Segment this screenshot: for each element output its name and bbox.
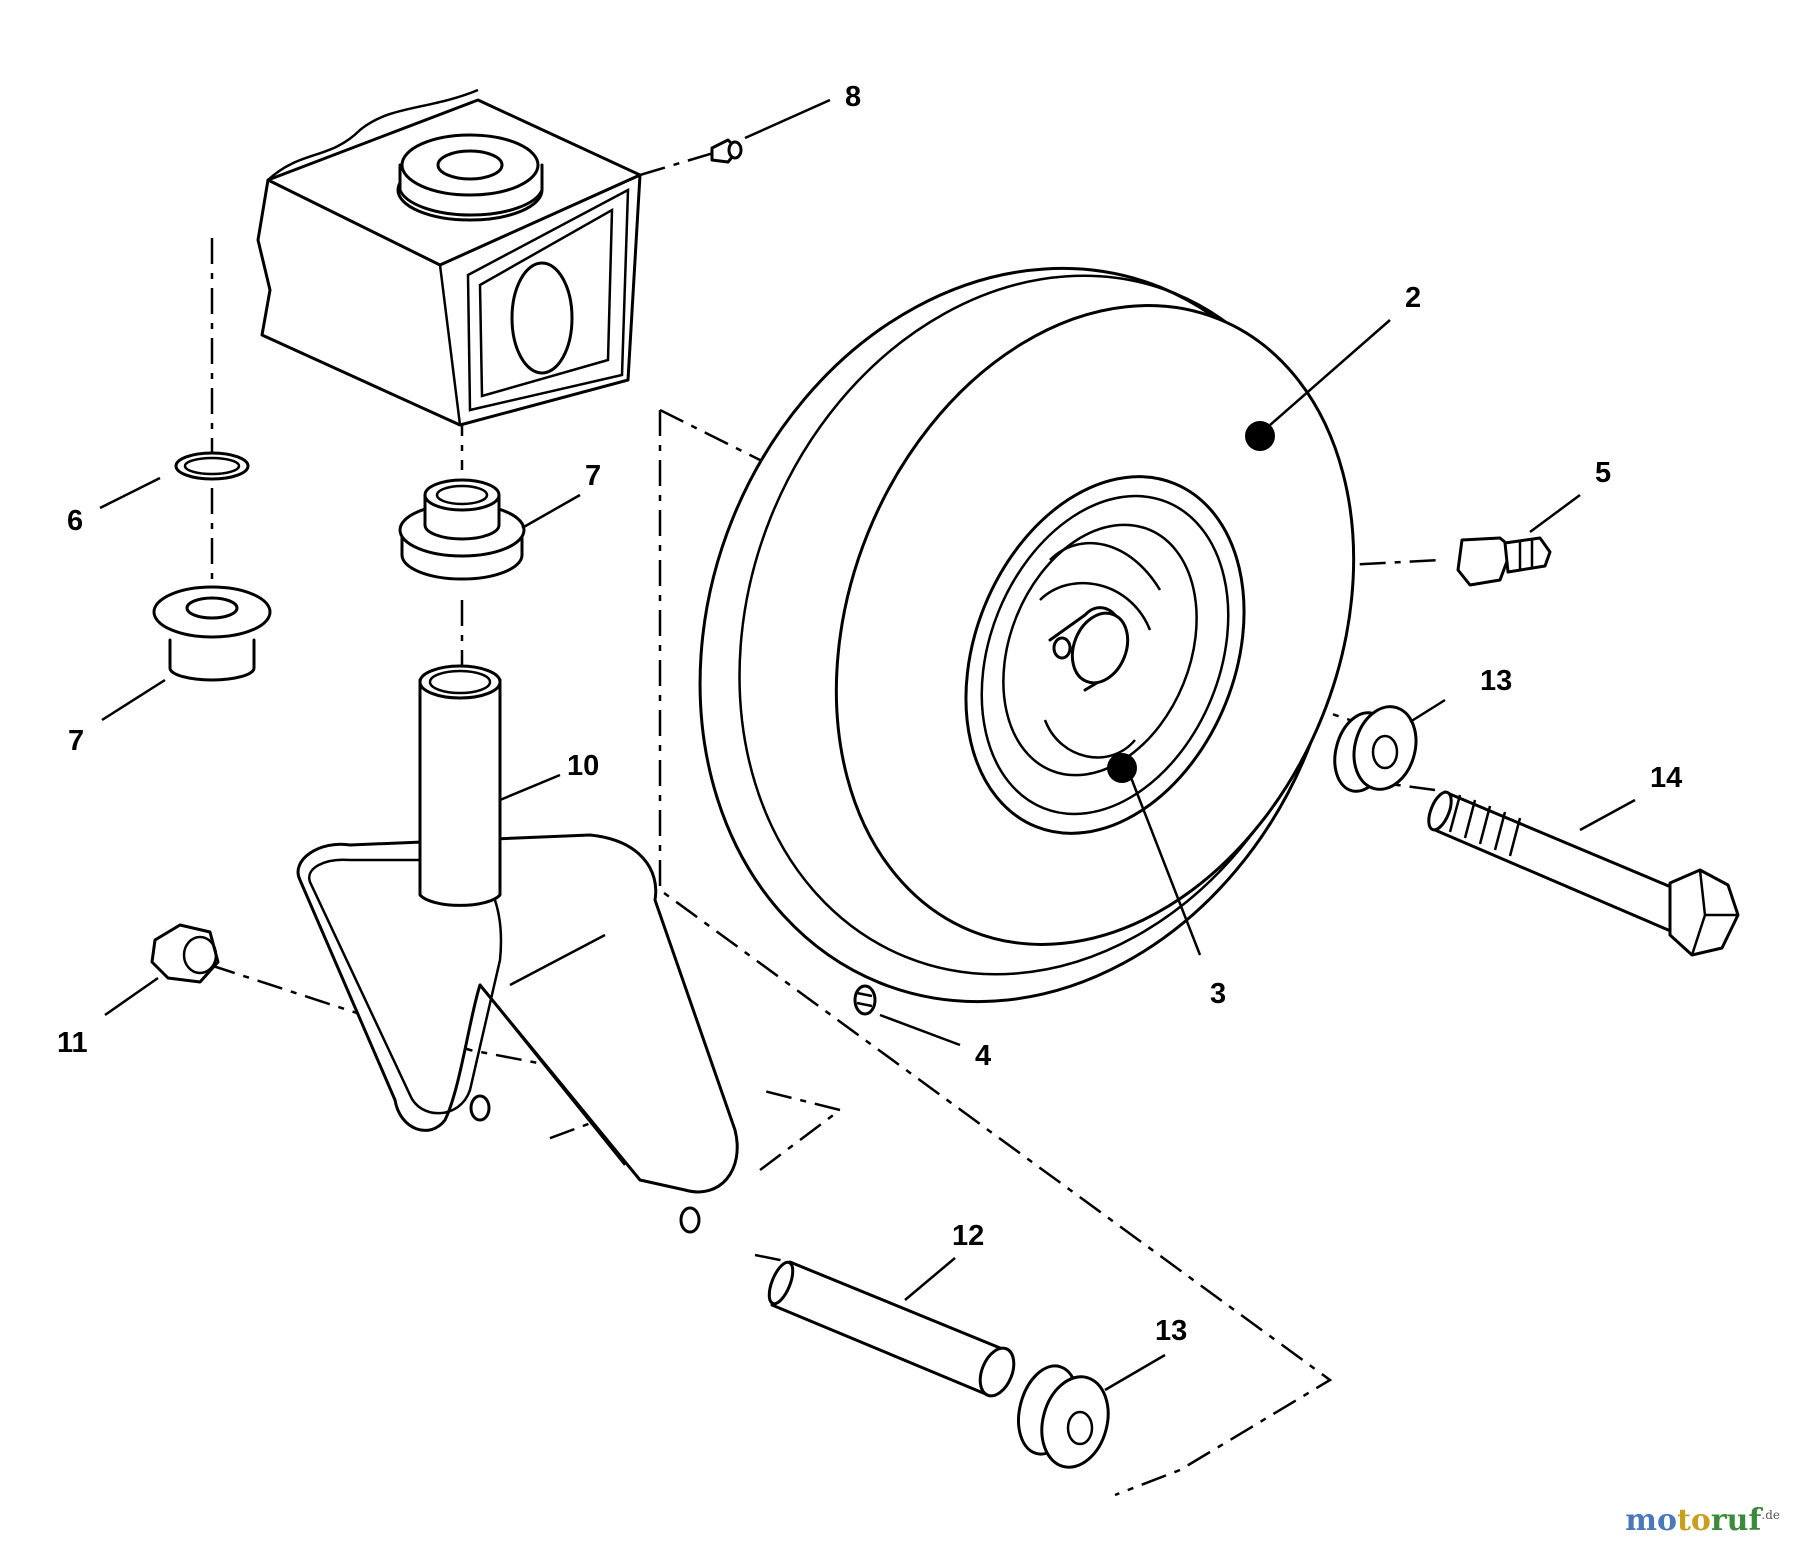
hex-nut-11: [150, 923, 220, 984]
callout-7-left: 7: [68, 725, 84, 757]
grease-fitting-8: [710, 138, 743, 164]
callout-13-lower: 13: [1155, 1315, 1187, 1347]
bolt-14: [1427, 790, 1740, 957]
callout-11: 11: [57, 1027, 88, 1059]
callout-6: 6: [67, 505, 83, 537]
callout-12: 12: [952, 1220, 984, 1252]
watermark-part-1: mo: [1625, 1503, 1677, 1538]
snap-ring-6: [174, 451, 250, 481]
callout-2: 2: [1405, 282, 1421, 314]
watermark-logo: motoruf.de: [1625, 1503, 1780, 1538]
caster-yoke-housing: [256, 88, 642, 427]
spacer-13-lower: [1017, 1364, 1110, 1469]
wheel-tire-2: [698, 266, 1356, 1004]
callout-leaders: [99, 98, 1636, 1392]
set-screw-4: [853, 984, 877, 1016]
flange-bushing-7-left: [152, 585, 272, 682]
callout-14: 14: [1650, 762, 1682, 794]
callout-4: 4: [975, 1040, 991, 1072]
spacer-13-upper: [1333, 705, 1418, 793]
callout-5: 5: [1595, 457, 1611, 489]
watermark-part-3: ruf: [1710, 1503, 1762, 1538]
callout-numbers: 8 2 5 6 7 7 10 13 14 3 4 11 12 13: [57, 81, 1682, 1347]
watermark-part-2: to: [1676, 1503, 1711, 1538]
caster-fork-10: [296, 664, 739, 1234]
callout-7-right: 7: [585, 460, 601, 492]
flange-bushing-7-right: [398, 478, 526, 581]
watermark-suffix: .de: [1761, 1508, 1780, 1522]
callout-10: 10: [567, 750, 599, 782]
callout-8: 8: [845, 81, 861, 113]
callout-3: 3: [1210, 978, 1226, 1010]
spacer-tube-12: [767, 1260, 1016, 1398]
grease-fitting-5: [1456, 536, 1552, 587]
callout-13-upper: 13: [1480, 665, 1512, 697]
